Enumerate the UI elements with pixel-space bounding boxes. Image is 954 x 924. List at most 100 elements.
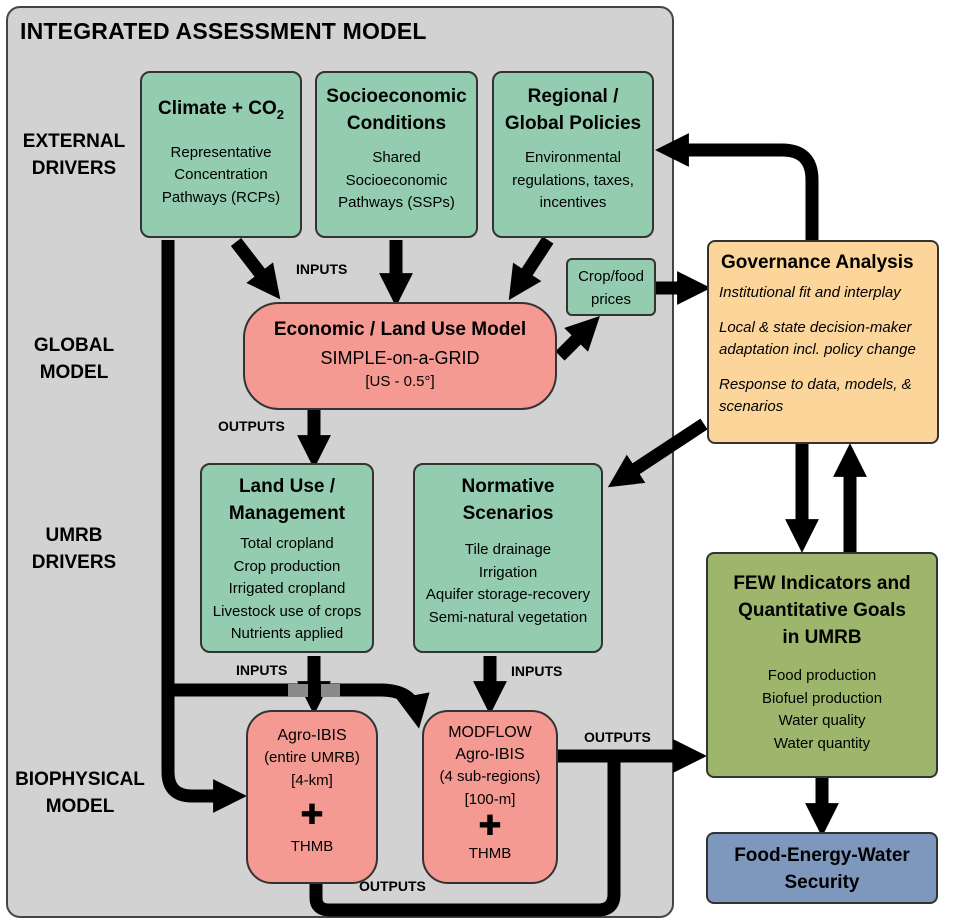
box-title-line: Security [784,872,860,893]
crossing-highlight [308,684,321,697]
box-line: Shared [372,149,421,166]
box-line: Biofuel production [761,689,883,707]
thmb-label: THMB [290,838,334,855]
row-label-global-model: GLOBAL MODEL [14,332,134,386]
box-body: Food production Biofuel production Water… [708,665,936,755]
governance-analysis-box: Governance Analysis Institutional fit an… [707,240,939,444]
food-energy-water-security-box: Food-Energy-Water Security [706,832,938,904]
plus-icon: ✚ [300,799,324,830]
box-body: Crop/food prices [568,266,654,311]
few-indicators-box: FEW Indicators and Quantitative Goals in… [706,552,938,778]
arrow-policies-to-economic [508,236,554,301]
box-line: regulations, taxes, [512,171,634,189]
box-title: Normative Scenarios [415,473,601,527]
box-body: Total cropland Crop production Irrigated… [202,533,372,646]
box-body: Shared Socioeconomic Pathways (SSPs) [317,147,476,215]
arrow-climate-to-agro [161,240,247,813]
box-line: Pathways (SSPs) [338,194,455,211]
thmb-label: THMB [468,845,512,862]
box-title-line: Conditions [346,113,447,134]
row-label-line: BIOPHYSICAL [15,769,145,790]
flow-label-outputs: OUTPUTS [359,878,426,894]
regional-global-policies-box: Regional / Global Policies Environmental… [492,71,654,238]
box-body: Institutional fit and interplay Local & … [719,282,937,419]
box-body: Representative Concentration Pathways (R… [142,142,300,210]
land-use-management-box: Land Use / Management Total cropland Cro… [200,463,374,653]
box-line: Semi-natural vegetation [428,608,588,626]
economic-land-use-model-box: Economic / Land Use Model SIMPLE-on-a-GR… [243,302,557,410]
plus-icon: ✚ [478,810,502,841]
modflow-box: MODFLOW Agro-IBIS (4 sub-regions) [100-m… [422,710,558,884]
box-body: Agro-IBIS (entire UMRB) [4-km] [248,724,376,792]
normative-scenarios-box: Normative Scenarios Tile drainage Irriga… [413,463,603,653]
box-title-line: in UMRB [782,627,862,648]
box-line: [4-km] [291,771,333,789]
iam-title: INTEGRATED ASSESSMENT MODEL [20,18,427,44]
box-title: Regional / Global Policies [494,83,652,137]
arrow-climate-to-economic [230,238,281,300]
box-line: (4 sub-regions) [439,768,541,785]
box-title: Socioeconomic Conditions [317,83,476,137]
flow-label-inputs: INPUTS [511,663,563,679]
box-title-line: Quantitative Goals [738,600,906,621]
row-label-line: DRIVERS [31,552,117,573]
row-label-line: GLOBAL [33,335,115,356]
agro-ibis-box: Agro-IBIS (entire UMRB) [4-km] ✚ THMB [246,710,378,884]
box-title: Climate + CO2 [142,95,300,128]
governance-item: Response to data, models, & [719,375,912,393]
box-line: prices [590,290,631,308]
box-title-line: Socioeconomic [326,86,467,107]
row-label-line: MODEL [45,796,115,817]
box-title: FEW Indicators and Quantitative Goals in… [708,570,936,651]
box-line: Water quantity [773,734,871,752]
crop-food-prices-box: Crop/food prices [566,258,656,316]
box-title-line: Global Policies [504,113,642,134]
row-label-umrb-drivers: UMRB DRIVERS [14,522,134,576]
box-line: Agro-IBIS [455,746,525,763]
box-line: Tile drainage [464,541,552,558]
box-line: Representative [170,143,272,161]
arrow-economic-to-crop-prices [555,316,600,361]
box-line: Crop/food [578,268,644,285]
box-line: Socioeconomic [345,171,448,189]
climate-co2-box: Climate + CO2 Representative Concentrati… [140,71,302,238]
climate-title: Climate + CO [157,98,277,119]
governance-item: adaptation incl. policy change [719,341,916,358]
box-title-line: Normative [461,476,555,497]
box-line: Crop production [233,557,341,575]
box-title-line: Food-Energy-Water [734,845,910,866]
box-title-line: Land Use / [238,476,336,497]
socioeconomic-conditions-box: Socioeconomic Conditions Shared Socioeco… [315,71,478,238]
row-label-line: DRIVERS [31,158,117,179]
governance-item: Local & state decision-maker [719,318,912,336]
connector-outputs-loop [309,756,621,917]
box-title: Land Use / Management [202,473,372,527]
row-label-external-drivers: EXTERNAL DRIVERS [14,128,134,182]
economic-subtitle: SIMPLE-on-a-GRID [320,348,480,368]
arrow-climate-to-modflow [168,683,430,729]
row-label-biophysical-model: BIOPHYSICAL MODEL [8,766,152,820]
climate-title-subscript: 2 [276,106,285,122]
box-line: (entire UMRB) [264,749,360,766]
box-body: Environmental regulations, taxes, incent… [494,147,652,215]
governance-item: scenarios [719,398,784,415]
flow-label-outputs: OUTPUTS [218,418,285,434]
box-line: Pathways (RCPs) [161,188,281,206]
economic-resolution: [US - 0.5°] [365,373,435,390]
economic-title: Economic / Land Use Model [273,319,527,340]
box-line: Livestock use of crops [212,602,362,620]
row-label-line: EXTERNAL [22,131,126,152]
arrow-governance-to-normative [607,418,708,488]
box-line: Concentration [174,166,268,184]
box-title-line: Scenarios [462,503,554,524]
box-title-line: Regional / [527,86,619,107]
box-line: Total cropland [240,535,334,552]
box-line: Aquifer storage-recovery [425,586,591,603]
row-label-line: UMRB [45,525,103,546]
governance-title: Governance Analysis [721,252,914,273]
box-title: Food-Energy-Water Security [708,842,936,896]
box-line: Agro-IBIS [277,727,347,744]
flow-label-outputs: OUTPUTS [584,729,651,745]
box-line: Irrigation [478,563,538,581]
